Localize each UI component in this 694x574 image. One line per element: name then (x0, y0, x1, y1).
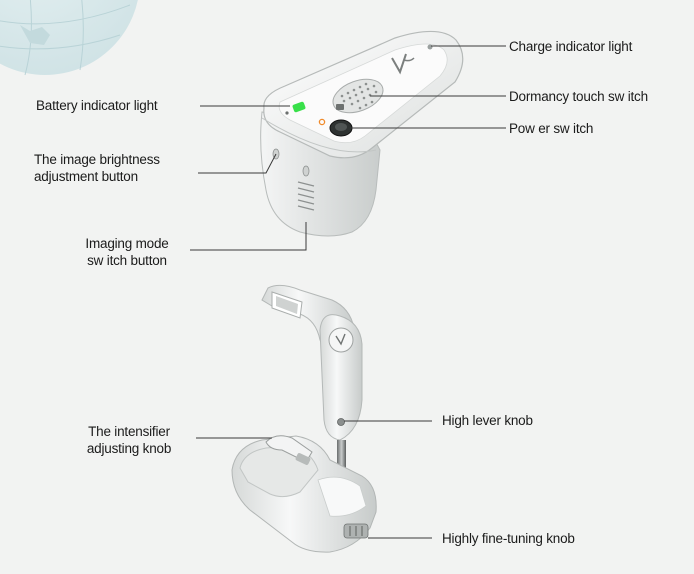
label-battery-indicator: Battery indicator light (36, 98, 158, 113)
leader-brightness-button (198, 153, 277, 174)
intensifier-adjusting-knob[interactable] (265, 435, 313, 466)
vein-viewer-device (260, 30, 464, 237)
battery-indicator-led (292, 101, 306, 113)
imaging-mode-button[interactable] (297, 181, 315, 211)
brand-logo-icon (391, 53, 415, 75)
dormancy-touch-switch[interactable] (328, 73, 387, 119)
label-brightness-button: The image brightness adjustment button (34, 151, 160, 185)
label-intensifier-line-2: adjusting knob (86, 441, 172, 456)
label-dormancy-switch: Dormancy touch sw itch (509, 89, 648, 104)
label-high-lever-knob: High lever knob (442, 413, 533, 428)
brightness-button-minus[interactable] (302, 165, 310, 177)
label-brightness-line-2: adjustment button (34, 169, 138, 184)
fine-tuning-knob[interactable] (343, 523, 369, 539)
leader-imaging-mode (190, 222, 307, 251)
background-globe (0, 0, 138, 76)
charge-indicator-led (427, 44, 433, 50)
high-lever-knob[interactable] (337, 418, 345, 426)
label-charge-indicator: Charge indicator light (509, 39, 633, 54)
label-brightness-line-1: The image brightness (34, 152, 160, 167)
device-stand (231, 284, 377, 553)
label-fine-tuning-knob: Highly fine-tuning knob (442, 531, 575, 546)
label-imaging-line-1: Imaging mode (85, 236, 169, 251)
leader-lines (190, 45, 506, 539)
label-power-switch: Pow er sw itch (509, 121, 594, 136)
label-intensifier-line-1: The intensifier (88, 424, 170, 439)
power-indicator-ring (318, 118, 326, 126)
stand-logo-icon (335, 333, 346, 346)
label-intensifier-knob: The intensifier adjusting knob (64, 423, 194, 457)
label-imaging-line-2: sw itch button (87, 253, 167, 268)
power-switch[interactable] (329, 119, 353, 137)
label-imaging-mode: Imaging mode sw itch button (60, 235, 194, 269)
sleep-icon (336, 104, 344, 110)
